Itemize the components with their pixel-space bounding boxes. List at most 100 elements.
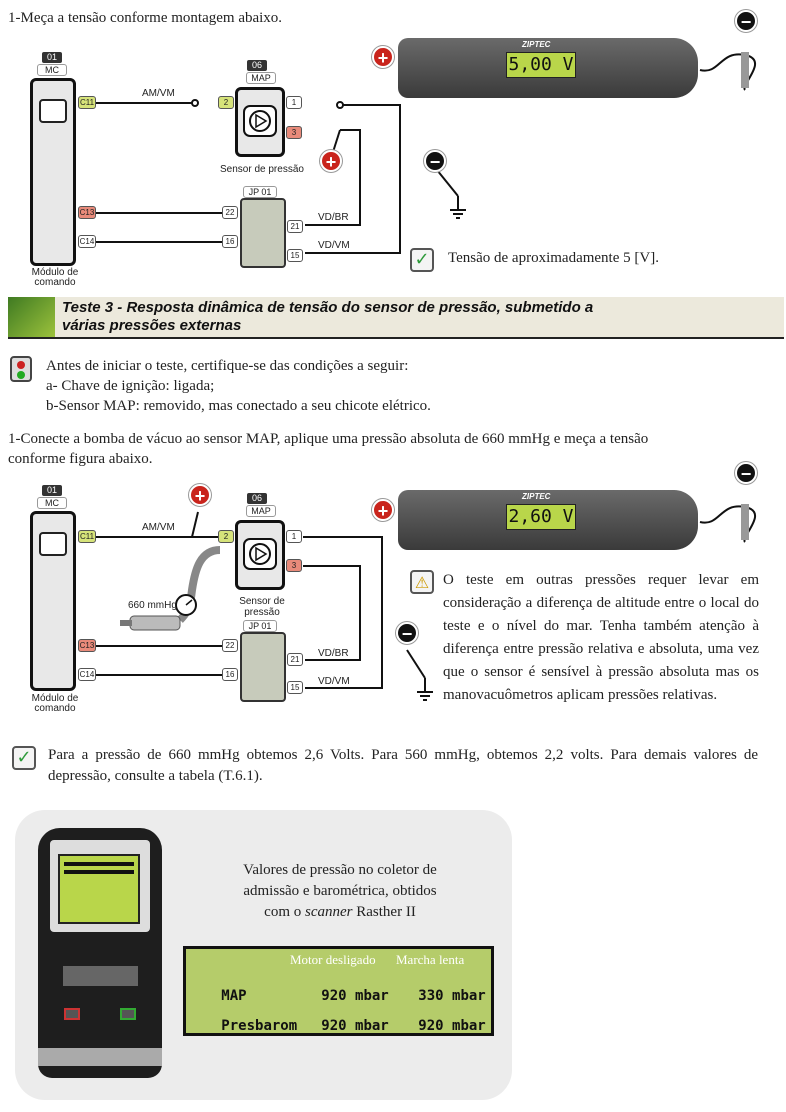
wire-label-vdbr: VD/BR xyxy=(318,648,349,659)
row-value: 330 mbar xyxy=(418,988,486,1004)
cancel-key xyxy=(64,1008,80,1020)
jp-pin-16: 16 xyxy=(222,668,238,681)
condition-a: a- Chave de ignição: ligada; xyxy=(46,378,215,394)
row-value: 920 mbar xyxy=(418,1018,486,1034)
pin-c13: C13 xyxy=(78,206,96,219)
sensor-pin-2: 2 xyxy=(218,96,234,109)
step1-text: 1-Meça a tensão conforme montagem abaixo… xyxy=(8,10,283,26)
jp-pin-21: 21 xyxy=(287,220,303,233)
wires xyxy=(94,504,756,701)
jp-pin-22: 22 xyxy=(222,639,238,652)
jp-pin-15: 15 xyxy=(287,249,303,262)
wires xyxy=(94,52,756,254)
meter-brand: ZIPTEC xyxy=(522,40,551,49)
sensor-label: pressão xyxy=(244,607,280,618)
map-sensor xyxy=(235,87,285,157)
scanner-lcd-table: Motor desligado Marcha lenta MAP 920 mbar… xyxy=(183,946,494,1036)
check-icon: ✓ xyxy=(12,746,36,770)
result1-text: Tensão de aproximadamente 5 [V]. xyxy=(448,250,659,266)
pin-c14: C14 xyxy=(78,235,96,248)
section-header: Teste 3 - Resposta dinâmica de tensão do… xyxy=(8,297,784,339)
warning-icon: ⚠ xyxy=(410,570,434,594)
gauge-label: 660 mmHg xyxy=(128,600,177,611)
module-label: comando xyxy=(34,703,76,714)
sensor-tag: MAP xyxy=(246,505,276,517)
module-label: comando xyxy=(34,277,76,288)
sensor-label: Sensor de pressão xyxy=(220,164,304,175)
scanner-caption: Rasther II xyxy=(352,904,416,920)
multimeter: ZIPTEC 5,00 V xyxy=(398,38,698,98)
probe-icon xyxy=(741,52,749,88)
minus-probe-icon: − xyxy=(735,462,757,484)
scanner-caption: Valores de pressão no coletor de xyxy=(243,862,437,878)
row-value: 920 mbar xyxy=(321,1018,389,1034)
check-icon: ✓ xyxy=(410,248,434,272)
sensor-pin-2: 2 xyxy=(218,530,234,543)
wire-label-vdbr: VD/BR xyxy=(318,212,349,223)
wire-label-amvm: AM/VM xyxy=(142,88,175,99)
warning-text: O teste em outras pressões requer levar … xyxy=(443,572,759,703)
scanner-caption: admissão e barométrica, obtidos xyxy=(243,883,437,899)
pin-c14: C14 xyxy=(78,668,96,681)
confirm-key xyxy=(120,1008,136,1020)
jp-tag: JP 01 xyxy=(243,186,277,198)
jp-tag: JP 01 xyxy=(243,620,277,632)
module-tag: MC xyxy=(37,497,67,509)
scanner-screen xyxy=(58,854,140,924)
sensor-tag: MAP xyxy=(246,72,276,84)
jp-pin-15: 15 xyxy=(287,681,303,694)
section-title: várias pressões externas xyxy=(62,317,242,334)
jp-pin-22: 22 xyxy=(222,206,238,219)
ground-minus-icon: − xyxy=(396,622,418,644)
plus-probe-icon: + xyxy=(372,499,394,521)
module-label: Módulo de xyxy=(31,267,79,278)
result2-text: Para a pressão de 660 mmHg obtemos 2,6 V… xyxy=(48,747,758,784)
step2-text: conforme figura abaixo. xyxy=(8,451,153,467)
pin-c13: C13 xyxy=(78,639,96,652)
ground-minus-icon: − xyxy=(424,150,446,172)
map-sensor xyxy=(235,520,285,590)
meter-reading: 5,00 V xyxy=(506,52,576,78)
sensor-pin-3: 3 xyxy=(286,126,302,139)
scanner-caption: scanner xyxy=(305,904,353,920)
sensor-label: Sensor de xyxy=(239,596,285,607)
control-module xyxy=(30,78,76,266)
plus-probe-icon: + xyxy=(372,46,394,68)
conditions-intro: Antes de iniciar o teste, certifique-se … xyxy=(46,358,409,374)
chip-icon xyxy=(39,99,67,123)
chip-icon xyxy=(39,532,67,556)
module-label: Módulo de xyxy=(31,693,79,704)
module-number: 01 xyxy=(42,52,62,63)
col-header: Marcha lenta xyxy=(396,952,465,967)
sensor-pin-3: 3 xyxy=(286,559,302,572)
sensor-pin-1: 1 xyxy=(286,96,302,109)
sensor-number: 06 xyxy=(247,60,267,71)
pin-c11: C11 xyxy=(78,96,96,109)
table-row: MAP 920 mbar 330 mbar xyxy=(196,969,486,1023)
scanner-panel: Valores de pressão no coletor de admissã… xyxy=(15,810,512,1100)
plus-probe-icon: + xyxy=(189,484,211,506)
row-value: 920 mbar xyxy=(321,988,389,1004)
section-title: Teste 3 - Resposta dinâmica de tensão do… xyxy=(62,299,594,316)
condition-b: b-Sensor MAP: removido, mas conectado a … xyxy=(46,398,431,414)
jp-pin-16: 16 xyxy=(222,235,238,248)
module-number: 01 xyxy=(42,485,62,496)
wire-label-vdvm: VD/VM xyxy=(318,676,350,687)
sensor-number: 06 xyxy=(247,493,267,504)
meter-brand: ZIPTEC xyxy=(522,492,551,501)
junction-block xyxy=(240,198,286,268)
meter-reading: 2,60 V xyxy=(506,504,576,530)
col-header: Motor desligado xyxy=(290,952,376,967)
module-tag: MC xyxy=(37,64,67,76)
scanner-caption: com o xyxy=(264,904,305,920)
plus-probe-icon: + xyxy=(320,150,342,172)
multimeter: ZIPTEC 2,60 V xyxy=(398,490,698,550)
sensor-pin-1: 1 xyxy=(286,530,302,543)
row-name: MAP xyxy=(221,988,247,1004)
probe-icon xyxy=(741,504,749,540)
junction-block xyxy=(240,632,286,702)
pin-c11: C11 xyxy=(78,530,96,543)
step2-text: 1-Conecte a bomba de vácuo ao sensor MAP… xyxy=(8,431,649,447)
control-module xyxy=(30,511,76,691)
